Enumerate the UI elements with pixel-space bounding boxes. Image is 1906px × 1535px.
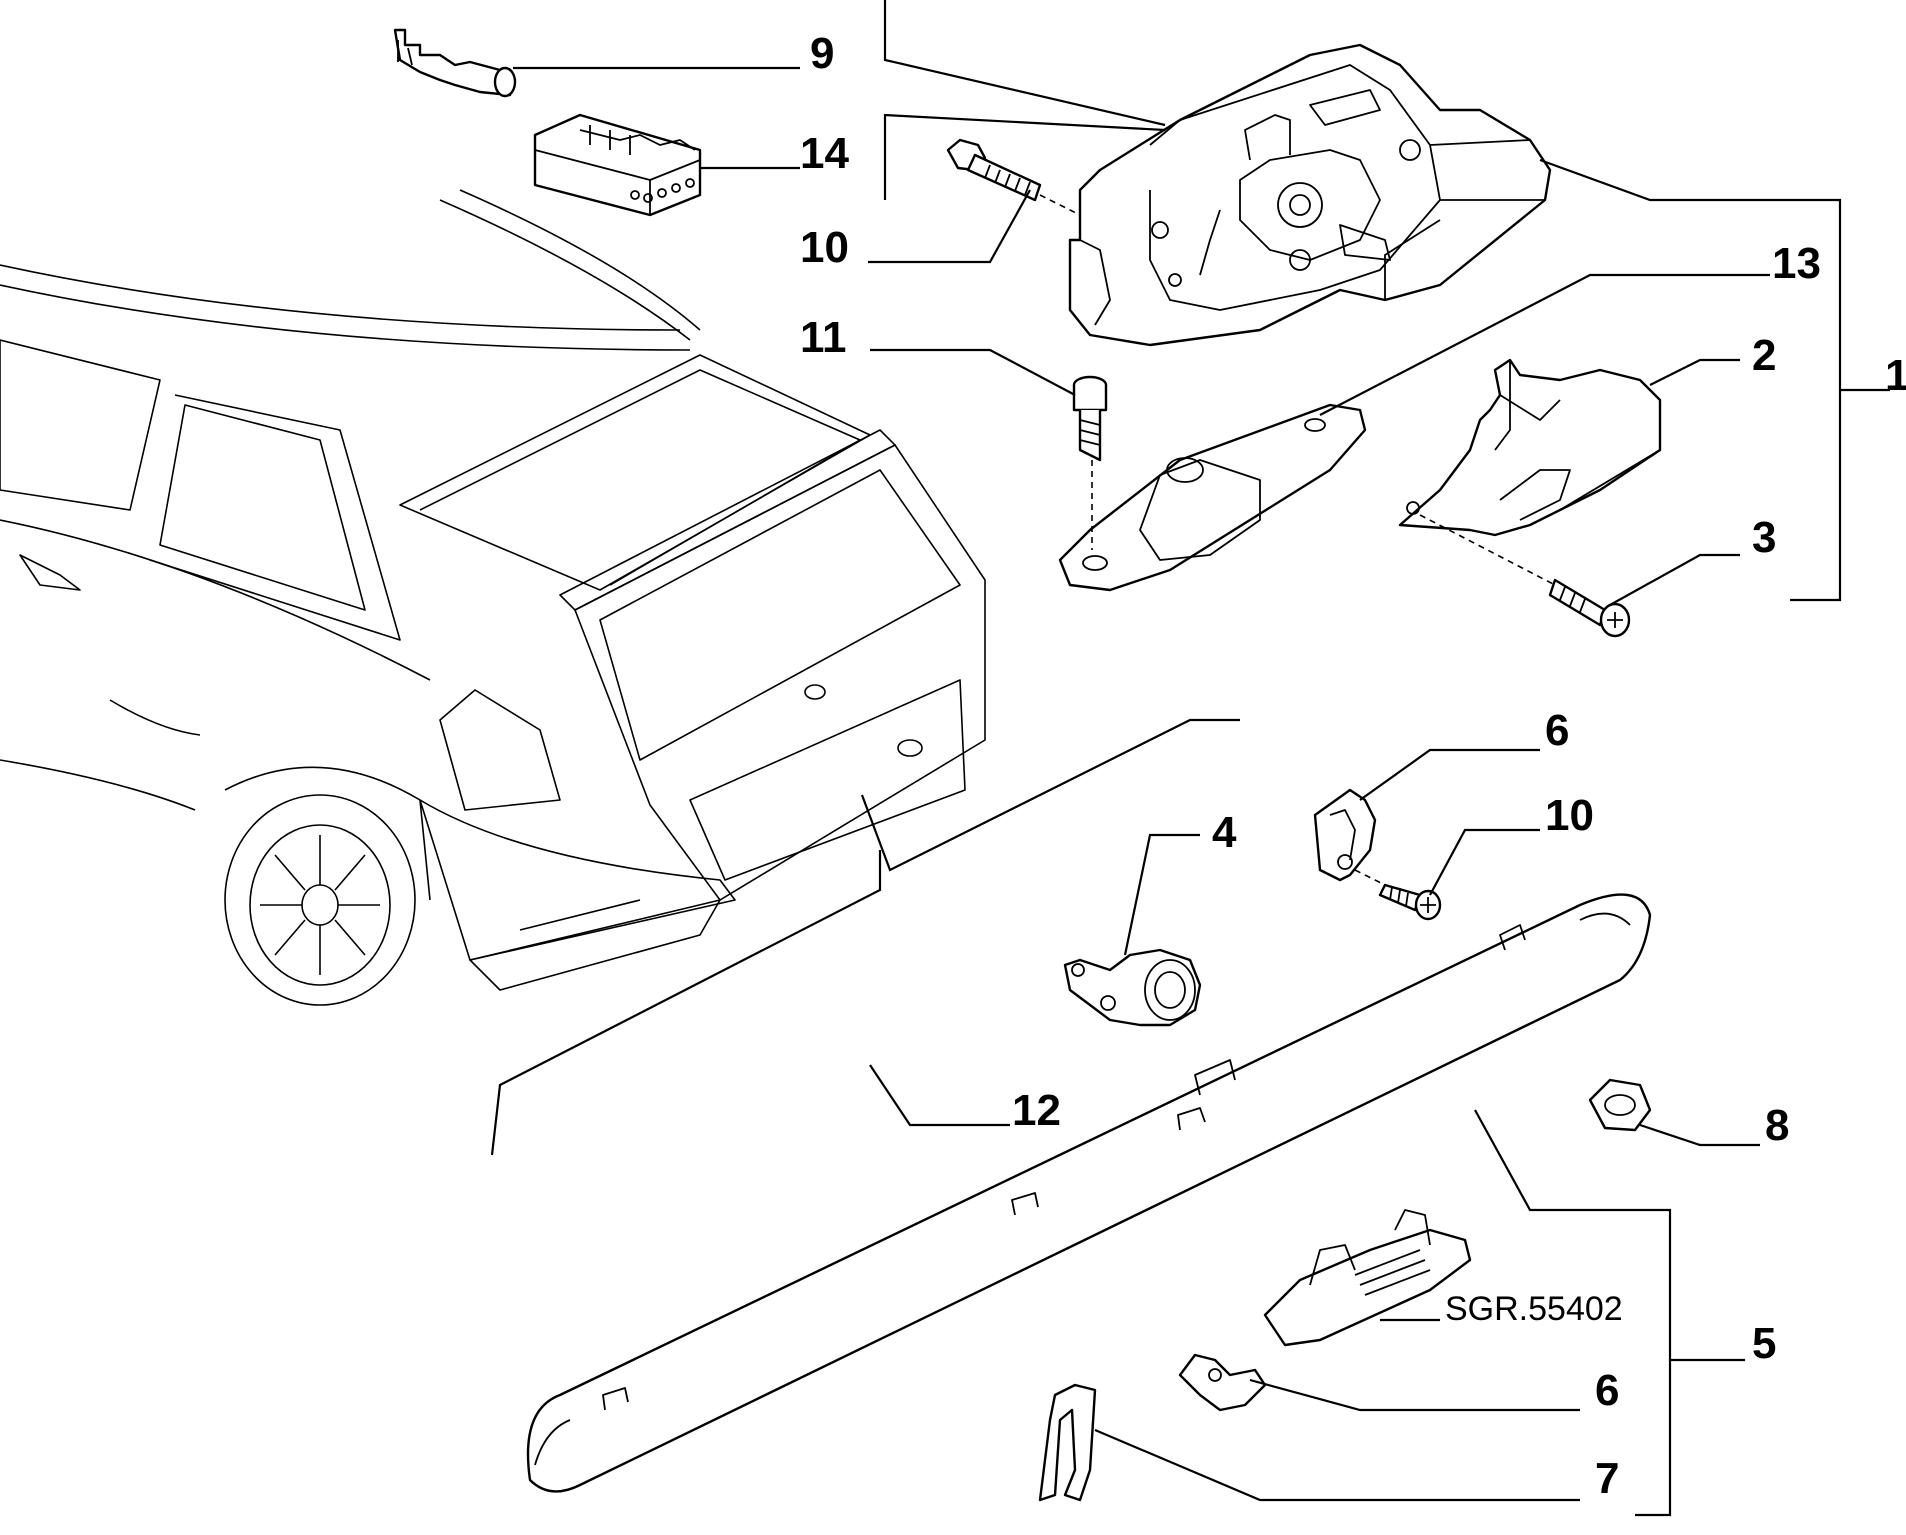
clip-part-6-upper <box>1313 788 1377 882</box>
callout-9: 9 <box>810 29 834 78</box>
car-leader-lines <box>490 718 1240 1156</box>
bolt-part-11 <box>1072 375 1108 550</box>
lock-assembly-part-1 <box>1068 43 1552 347</box>
callout-11: 11 <box>800 313 847 362</box>
nut-part-8 <box>1588 1078 1652 1132</box>
bolt-part-10-upper <box>946 138 1081 216</box>
lock-part-2 <box>1398 358 1662 537</box>
license-light-part <box>1263 1209 1472 1347</box>
clip-part-7 <box>1038 1383 1097 1502</box>
lock-cylinder-part-4 <box>1063 948 1202 1027</box>
callout-12: 12 <box>1012 1086 1061 1135</box>
callout-14: 14 <box>800 129 849 178</box>
car-illustration <box>0 189 986 1006</box>
callout-4: 4 <box>1212 808 1237 857</box>
callout-6-upper: 6 <box>1545 706 1569 755</box>
callout-6-lower: 6 <box>1595 1366 1619 1415</box>
callout-labels: 9 14 10 11 13 2 1 3 6 10 4 12 8 5 6 7 SG… <box>800 29 1906 1503</box>
clip-part-6-lower <box>1178 1353 1267 1412</box>
callout-8: 8 <box>1765 1101 1789 1150</box>
callout-2: 2 <box>1752 331 1776 380</box>
callout-7: 7 <box>1595 1454 1619 1503</box>
connector-part-14 <box>533 113 702 217</box>
reference-code: SGR.55402 <box>1445 1290 1623 1328</box>
plate-part-13 <box>1058 403 1367 592</box>
callout-13: 13 <box>1772 239 1821 288</box>
callout-10-lower: 10 <box>1545 791 1594 840</box>
leader-lines <box>513 0 1890 1517</box>
callout-1: 1 <box>1885 351 1906 400</box>
callout-10-upper: 10 <box>800 223 849 272</box>
handle-part-5 <box>526 893 1652 1493</box>
terminal-part-9 <box>393 28 517 98</box>
callout-3: 3 <box>1752 513 1776 562</box>
rod-part-12 <box>607 952 1043 1298</box>
screw-part-3 <box>1419 514 1631 638</box>
screw-part-10-lower <box>1354 869 1442 921</box>
callout-5: 5 <box>1752 1319 1776 1368</box>
